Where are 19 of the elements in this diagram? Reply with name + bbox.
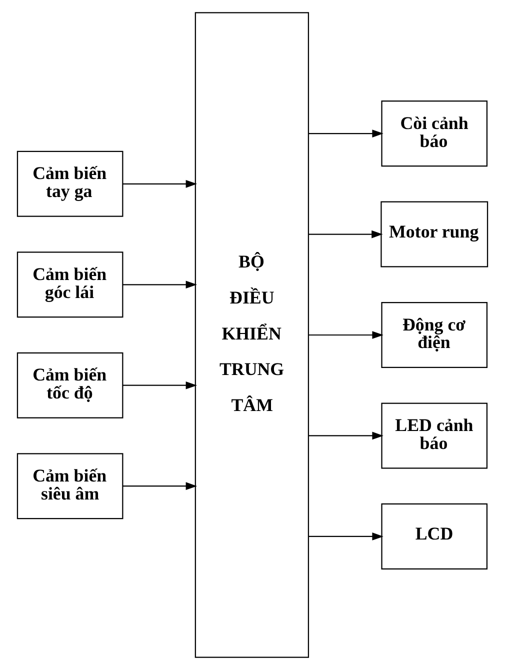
arrow bbox=[308, 130, 384, 138]
arrow bbox=[308, 432, 384, 440]
arrow bbox=[122, 180, 198, 188]
arrow bbox=[122, 381, 198, 390]
node-box: Motor rung bbox=[380, 201, 488, 268]
node-box: Động cơ điện bbox=[381, 302, 488, 368]
arrow bbox=[308, 532, 384, 540]
node-box: Còi cảnh báo bbox=[381, 100, 488, 167]
arrow bbox=[122, 280, 198, 289]
node-box: BỘ ĐIỀU KHIỂN TRUNG TÂM bbox=[194, 12, 310, 658]
node-box: LCD bbox=[381, 503, 488, 570]
node-box: Cảm biến siêu âm bbox=[16, 453, 124, 520]
arrow bbox=[308, 230, 383, 238]
arrow bbox=[308, 331, 384, 339]
node-box: Cảm biến góc lái bbox=[16, 252, 124, 318]
node-box: LED cảnh báo bbox=[381, 402, 488, 469]
node-box: Cảm biến tốc độ bbox=[16, 352, 124, 418]
arrow bbox=[122, 482, 198, 490]
node-box: Cảm biến tay ga bbox=[16, 150, 124, 217]
